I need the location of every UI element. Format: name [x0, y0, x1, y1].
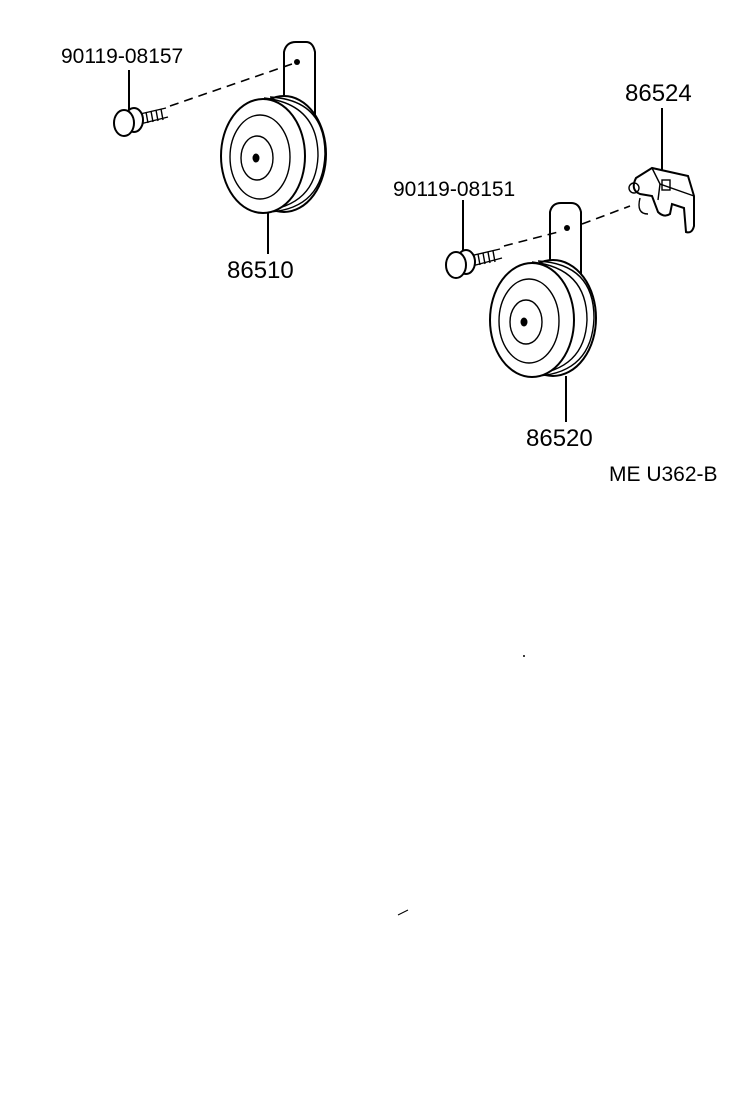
horn-86520: [489, 202, 597, 378]
horn-86510: [220, 41, 327, 214]
scan-speck: [523, 655, 525, 657]
bolt-90119-08151: [445, 248, 503, 279]
label-bolt-90119-08157: 90119-08157: [61, 45, 183, 68]
bolt-90119-08157: [113, 107, 169, 137]
alignment-line-upper: [169, 63, 293, 107]
label-bolt-90119-08151: 90119-08151: [393, 178, 515, 201]
label-bracket-86524: 86524: [625, 80, 692, 107]
alignment-line-bracket: [581, 205, 631, 225]
label-horn-86520: 86520: [526, 425, 593, 452]
bracket-86524: [628, 166, 695, 234]
label-horn-86510: 86510: [227, 257, 294, 284]
alignment-line-lower: [503, 230, 563, 247]
diagram-code: ME U362-B: [609, 463, 718, 486]
scan-speck: [397, 909, 409, 916]
